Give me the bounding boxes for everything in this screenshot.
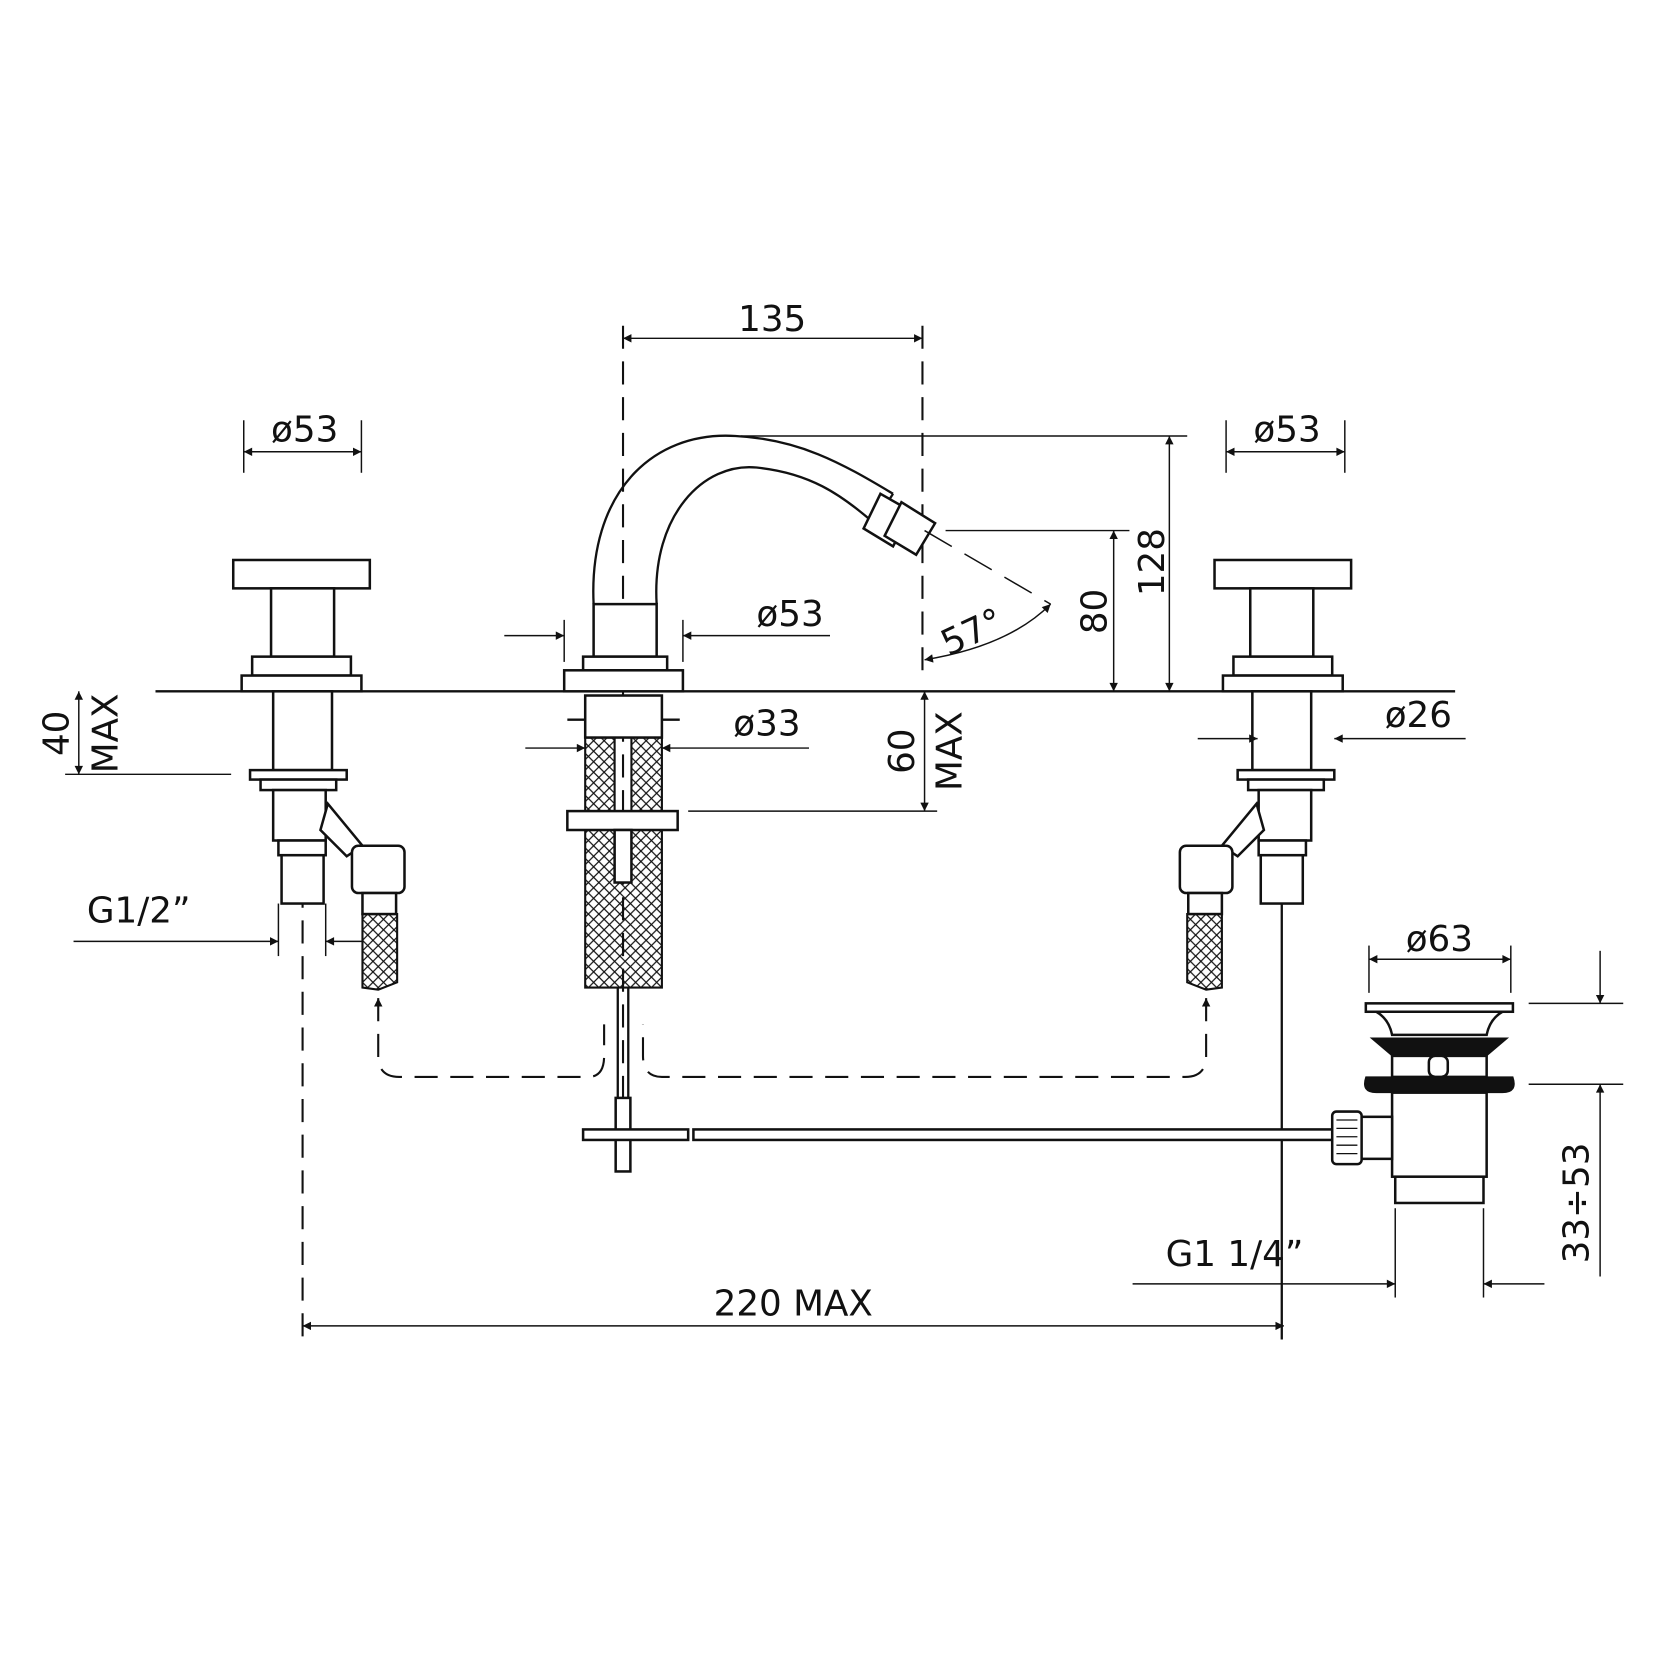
- dim-waste-diameter: ø63: [1368, 919, 1512, 993]
- label-inlet-thread: G1/2”: [87, 890, 191, 931]
- dim-60-max: 60 MAX: [688, 691, 970, 812]
- dim-waste-thread: G1 1/4”: [1132, 1208, 1545, 1298]
- label-waste-range: 33÷53: [1557, 1143, 1598, 1264]
- dim-left-handle: ø53: [243, 409, 363, 473]
- dim-shank: ø33: [525, 703, 809, 753]
- label-right-handle-diameter: ø53: [1253, 409, 1320, 450]
- label-spout-base-diameter: ø53: [756, 594, 823, 635]
- label-outlet-height: 80: [1074, 589, 1115, 634]
- left-valve: [231, 558, 406, 1340]
- spout: [562, 325, 1341, 1173]
- dim-135: 135: [623, 299, 923, 343]
- label-right-shank-diameter: ø26: [1385, 695, 1452, 736]
- dim-right-shank: ø26: [1197, 695, 1466, 743]
- label-waste-diameter: ø63: [1406, 919, 1473, 960]
- dim-128: 128: [740, 435, 1188, 692]
- label-left-max-thickness: 40: [36, 711, 77, 756]
- dim-waste-range: 33÷53: [1528, 950, 1624, 1277]
- label-left-handle-diameter: ø53: [271, 409, 338, 450]
- supply-connection-right: [641, 998, 1211, 1078]
- label-waste-thread: G1 1/4”: [1166, 1234, 1304, 1275]
- supply-connection-left: [374, 998, 606, 1078]
- right-valve: [1178, 558, 1353, 1340]
- label-spout-height: 128: [1132, 528, 1173, 596]
- dim-spray-angle: 57°: [924, 529, 1052, 665]
- dim-right-handle: ø53: [1225, 409, 1346, 473]
- label-center-max-thickness: 60: [882, 728, 923, 773]
- label-spout-reach: 135: [738, 299, 806, 340]
- label-shank-diameter: ø33: [733, 703, 800, 744]
- label-left-max: MAX: [86, 693, 127, 773]
- dim-inlet-thread: G1/2”: [73, 890, 363, 957]
- pop-up-waste: [1330, 1002, 1515, 1205]
- dim-overall-width: 220 MAX: [302, 1283, 1284, 1331]
- label-overall-width: 220 MAX: [714, 1283, 873, 1324]
- dim-spout-base: ø53: [504, 594, 830, 662]
- dim-40-max: 40 MAX: [36, 691, 232, 776]
- label-center-max: MAX: [929, 711, 970, 791]
- dim-80: 80: [945, 529, 1130, 692]
